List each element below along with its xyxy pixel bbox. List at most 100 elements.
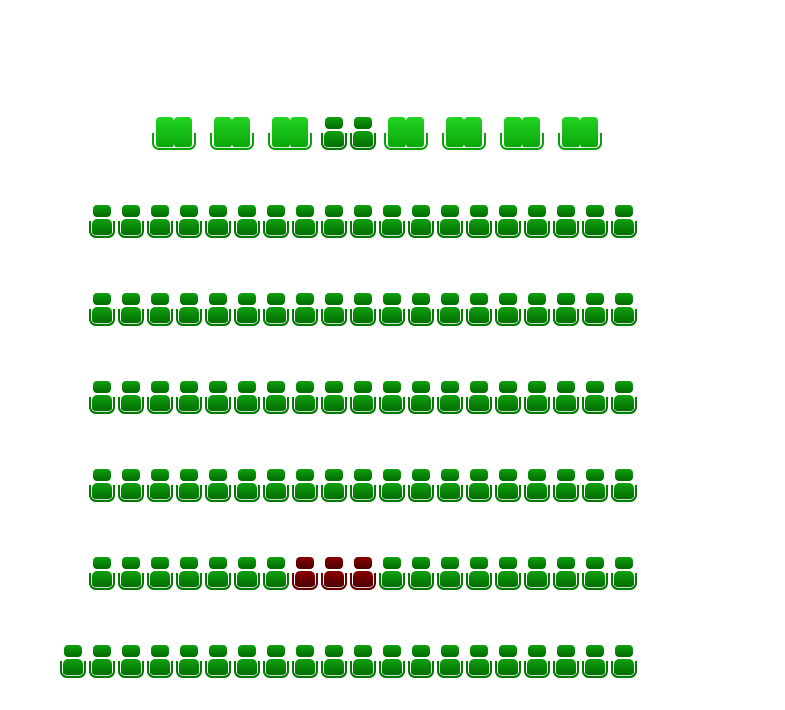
- seat-available[interactable]: [379, 205, 405, 240]
- seat-available[interactable]: [263, 205, 289, 240]
- seat-available[interactable]: [437, 469, 463, 504]
- seat-available[interactable]: [234, 469, 260, 504]
- loveseat-sofa[interactable]: [384, 117, 428, 152]
- seat-available[interactable]: [466, 205, 492, 240]
- seat-available[interactable]: [263, 293, 289, 328]
- loveseat-sofa[interactable]: [558, 117, 602, 152]
- seat-available[interactable]: [408, 557, 434, 592]
- loveseat-sofa[interactable]: [210, 117, 254, 152]
- seat-available[interactable]: [321, 645, 347, 680]
- seat-available[interactable]: [292, 205, 318, 240]
- seat-available[interactable]: [234, 293, 260, 328]
- seat-available[interactable]: [379, 293, 405, 328]
- seat-available[interactable]: [408, 293, 434, 328]
- seat-available[interactable]: [292, 469, 318, 504]
- seat-sold[interactable]: [350, 557, 376, 592]
- seat-available[interactable]: [176, 645, 202, 680]
- seat-available[interactable]: [147, 381, 173, 416]
- seat-available[interactable]: [89, 381, 115, 416]
- seat-available[interactable]: [466, 557, 492, 592]
- seat-available[interactable]: [437, 645, 463, 680]
- seat-available[interactable]: [118, 293, 144, 328]
- seat-available[interactable]: [408, 469, 434, 504]
- seat-available[interactable]: [292, 645, 318, 680]
- seat-available[interactable]: [205, 557, 231, 592]
- seat-available[interactable]: [147, 645, 173, 680]
- seat-available[interactable]: [118, 205, 144, 240]
- loveseat-sofa[interactable]: [268, 117, 312, 152]
- seat-available[interactable]: [379, 645, 405, 680]
- seat-available[interactable]: [176, 557, 202, 592]
- seat-available[interactable]: [263, 557, 289, 592]
- seat-available[interactable]: [408, 205, 434, 240]
- seat-available[interactable]: [553, 205, 579, 240]
- seat-available[interactable]: [524, 557, 550, 592]
- seat-available[interactable]: [234, 381, 260, 416]
- seat-available[interactable]: [379, 469, 405, 504]
- seat-available[interactable]: [176, 469, 202, 504]
- seat-available[interactable]: [582, 381, 608, 416]
- seat-available[interactable]: [321, 293, 347, 328]
- seat-available[interactable]: [611, 469, 637, 504]
- seat-available[interactable]: [321, 117, 347, 152]
- seat-available[interactable]: [118, 469, 144, 504]
- seat-available[interactable]: [553, 645, 579, 680]
- loveseat-sofa[interactable]: [442, 117, 486, 152]
- seat-available[interactable]: [205, 293, 231, 328]
- seat-available[interactable]: [263, 645, 289, 680]
- seat-available[interactable]: [147, 469, 173, 504]
- seat-available[interactable]: [582, 469, 608, 504]
- seat-available[interactable]: [437, 381, 463, 416]
- seat-sold[interactable]: [292, 557, 318, 592]
- seat-available[interactable]: [118, 381, 144, 416]
- seat-available[interactable]: [437, 557, 463, 592]
- seat-available[interactable]: [292, 381, 318, 416]
- seat-available[interactable]: [350, 381, 376, 416]
- seat-available[interactable]: [350, 469, 376, 504]
- seat-available[interactable]: [147, 293, 173, 328]
- seat-available[interactable]: [437, 205, 463, 240]
- seat-available[interactable]: [495, 469, 521, 504]
- seat-available[interactable]: [379, 381, 405, 416]
- seat-available[interactable]: [611, 293, 637, 328]
- seat-available[interactable]: [495, 293, 521, 328]
- seat-available[interactable]: [408, 381, 434, 416]
- seat-available[interactable]: [205, 645, 231, 680]
- seat-available[interactable]: [147, 557, 173, 592]
- seat-available[interactable]: [611, 645, 637, 680]
- seat-available[interactable]: [234, 205, 260, 240]
- seat-available[interactable]: [524, 293, 550, 328]
- seat-available[interactable]: [466, 381, 492, 416]
- seat-available[interactable]: [582, 645, 608, 680]
- seat-available[interactable]: [89, 645, 115, 680]
- seat-available[interactable]: [234, 645, 260, 680]
- seat-available[interactable]: [118, 645, 144, 680]
- seat-available[interactable]: [321, 381, 347, 416]
- seat-available[interactable]: [176, 293, 202, 328]
- seat-available[interactable]: [60, 645, 86, 680]
- seat-available[interactable]: [524, 469, 550, 504]
- seat-available[interactable]: [466, 293, 492, 328]
- loveseat-sofa[interactable]: [500, 117, 544, 152]
- seat-available[interactable]: [524, 645, 550, 680]
- seat-available[interactable]: [89, 205, 115, 240]
- seat-available[interactable]: [553, 381, 579, 416]
- seat-available[interactable]: [263, 381, 289, 416]
- seat-available[interactable]: [321, 469, 347, 504]
- seat-available[interactable]: [495, 645, 521, 680]
- seat-available[interactable]: [582, 205, 608, 240]
- seat-available[interactable]: [350, 117, 376, 152]
- seat-available[interactable]: [553, 293, 579, 328]
- seat-available[interactable]: [611, 557, 637, 592]
- seat-available[interactable]: [611, 205, 637, 240]
- seat-available[interactable]: [321, 205, 347, 240]
- seat-available[interactable]: [437, 293, 463, 328]
- seat-available[interactable]: [205, 469, 231, 504]
- seat-available[interactable]: [553, 469, 579, 504]
- seat-available[interactable]: [292, 293, 318, 328]
- seat-available[interactable]: [379, 557, 405, 592]
- seat-available[interactable]: [89, 469, 115, 504]
- seat-available[interactable]: [408, 645, 434, 680]
- seat-available[interactable]: [350, 205, 376, 240]
- seat-available[interactable]: [524, 381, 550, 416]
